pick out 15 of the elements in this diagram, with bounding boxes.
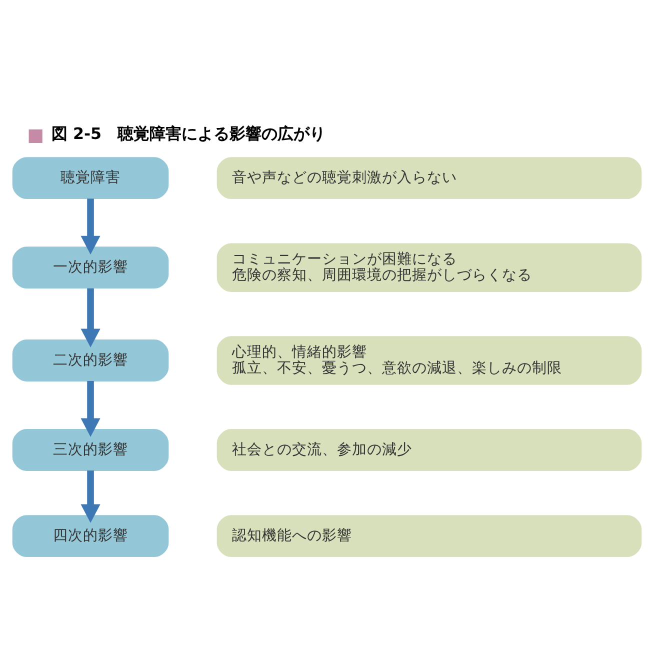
arrow [80,288,100,348]
arrow [80,198,100,254]
node-box: 三次的影響 [12,429,169,471]
node-box: 四次的影響 [12,515,169,558]
node-box: 社会との交流、参加の減少 [216,429,642,471]
arrow [80,470,100,523]
node-box: コミュニケーションが困難になる 危険の察知、周囲環境の把握がしづらくなる [216,243,642,292]
node-box: 心理的、情緒的影響 孤立、不安、憂うつ、意欲の減退、楽しみの制限 [216,336,642,385]
node-box: 聴覚障害 [12,157,169,200]
node-box: 認知機能への影響 [216,515,642,558]
diagram-title: 図 2-5 聴覚障害による影響の広がり [51,124,326,144]
node-box: 音や声などの聴覚刺激が入らない [216,157,642,200]
node-box: 一次的影響 [12,246,169,289]
node-box: 二次的影響 [12,340,169,382]
arrow [80,380,100,437]
